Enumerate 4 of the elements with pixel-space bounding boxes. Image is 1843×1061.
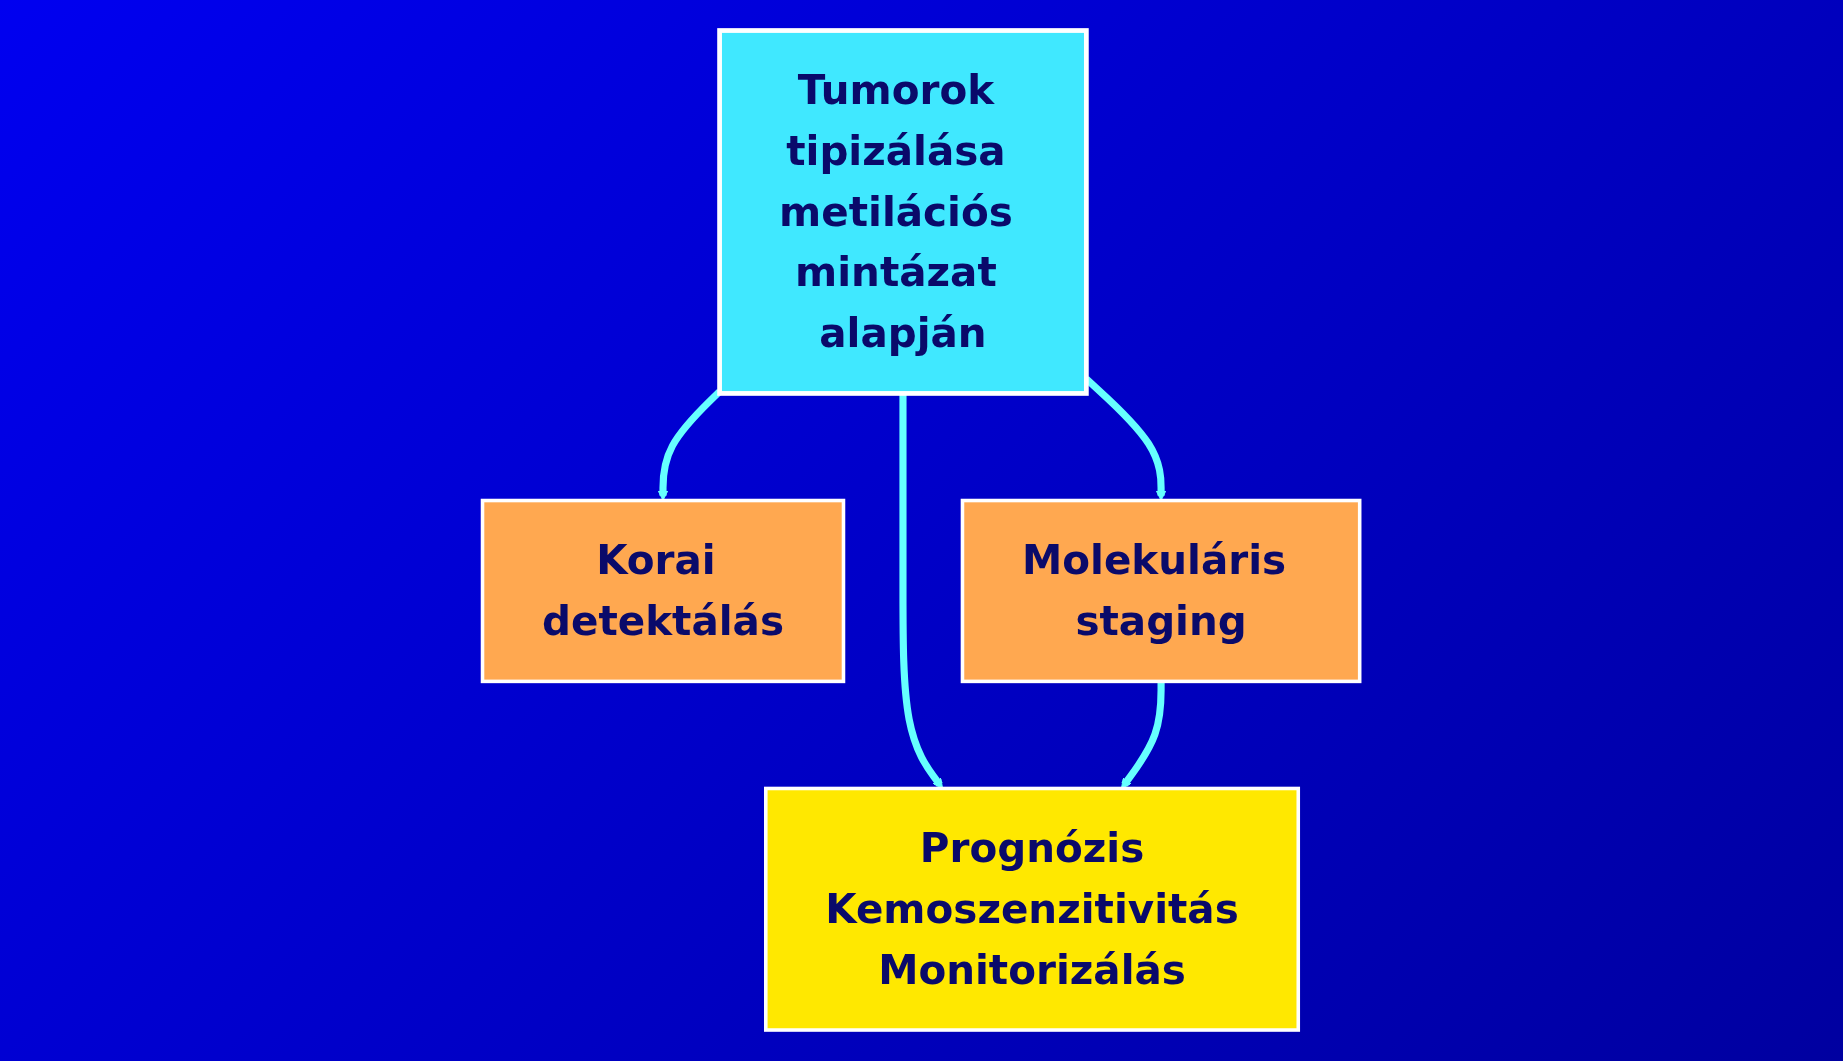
node-box: Prognózis Kemoszenzitivitás Monitorizálás: [764, 786, 1301, 1033]
node-box: Tumorok tipizálása metilációs mintázat alapján: [717, 28, 1090, 397]
node-box: Korai detektálás: [481, 498, 846, 684]
node-box: Molekuláris staging: [961, 498, 1362, 684]
